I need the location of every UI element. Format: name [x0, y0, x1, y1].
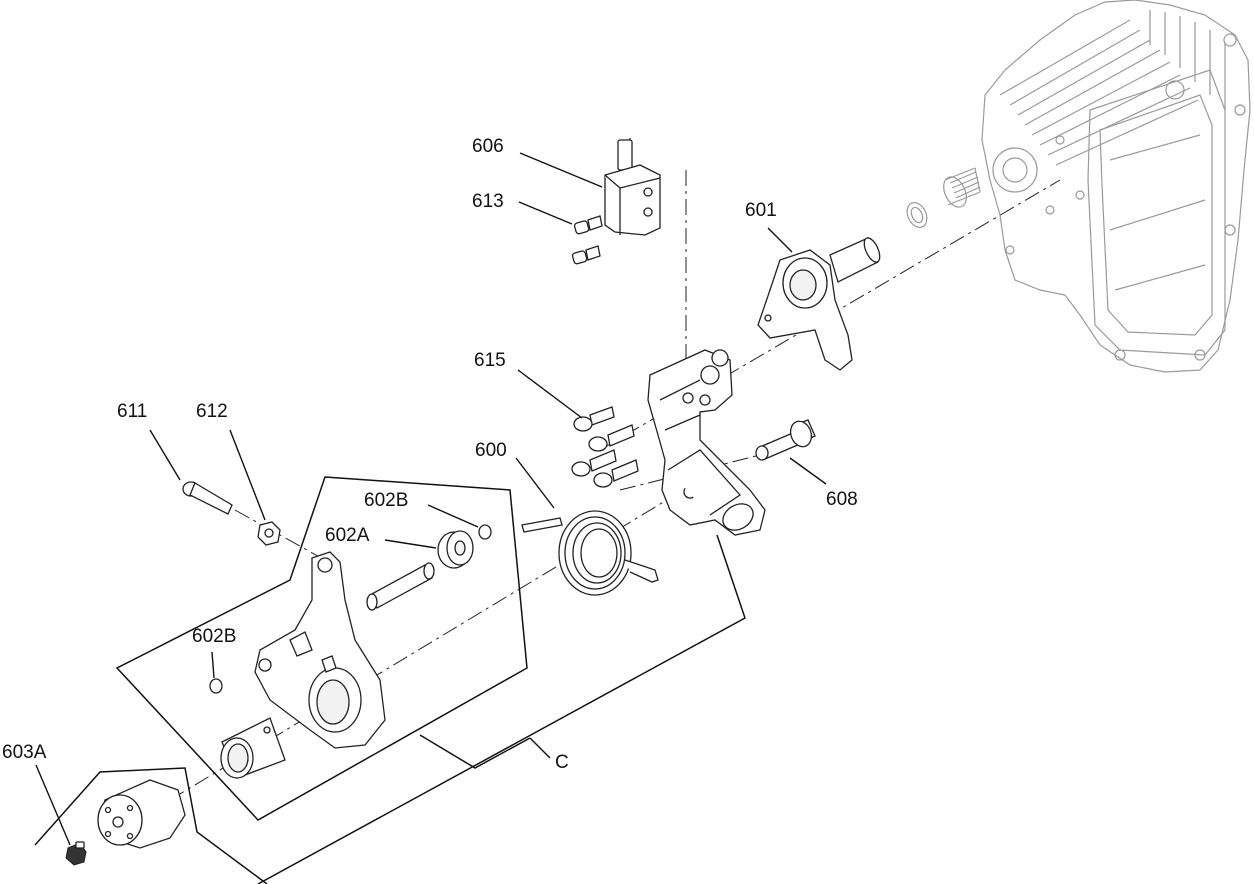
part-601-shaft-lever: [757, 237, 881, 371]
label-600: 600: [475, 440, 507, 461]
part-615-cap-screws: [571, 406, 639, 488]
label-613: 613: [472, 191, 504, 212]
mounting-plate-arm: [647, 349, 766, 536]
label-601: 601: [745, 200, 777, 221]
label-602b-left: 602B: [192, 626, 236, 647]
label-611: 611: [117, 401, 147, 422]
label-612: 612: [196, 401, 228, 422]
label-615: 615: [474, 350, 506, 371]
label-606: 606: [472, 136, 504, 157]
label-602b-top: 602B: [364, 490, 408, 511]
gearbox-housing: [906, 0, 1251, 373]
part-612-nut: [257, 521, 281, 546]
part-606-sensor-bracket: [604, 138, 661, 236]
part-603a-hub-assembly: [34, 767, 268, 884]
label-603a: 603A: [2, 742, 47, 763]
label-c: C: [555, 752, 569, 773]
part-613-screws: [571, 215, 603, 265]
part-608-bolt: [755, 419, 816, 461]
label-608: 608: [826, 489, 858, 510]
leader-lines: [35, 152, 827, 846]
group-c-bracket: [257, 534, 746, 884]
group-c-lever-assembly: [115, 476, 528, 821]
part-611-bolt: [182, 481, 233, 515]
part-labels: 606 613 601 615 611 612 600 602B 602A 60…: [2, 136, 858, 773]
label-602a: 602A: [325, 525, 370, 546]
part-600-torsion-spring: [521, 510, 659, 596]
